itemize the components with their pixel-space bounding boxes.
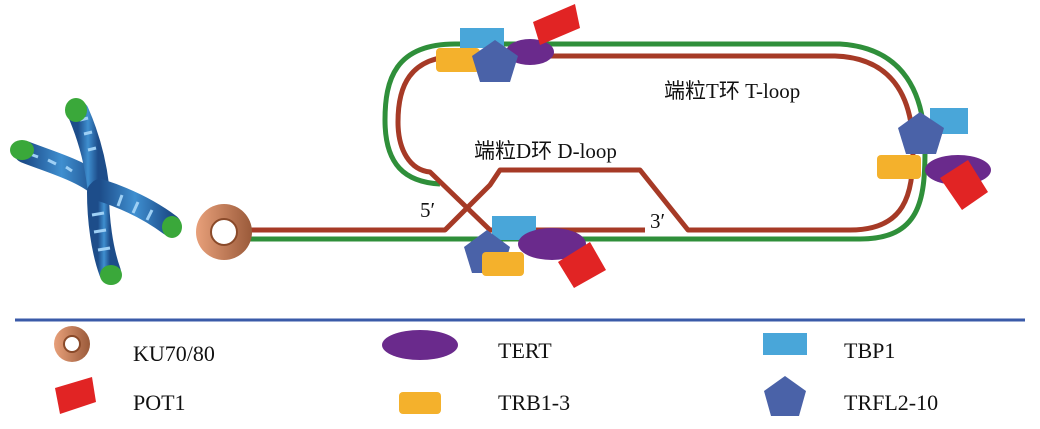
telomere-tip [162,216,182,238]
red-strand-outer [215,53,916,233]
legend-label: TERT [498,338,552,363]
telomere-tip [65,98,87,122]
protein-cluster-bottom [464,216,606,288]
telomere-tip [10,140,34,160]
trfl2-10-shape [898,112,944,154]
legend-label: POT1 [133,390,186,415]
ku70-80-ring [196,204,252,260]
tert-shape [506,39,554,65]
three-prime-label: 3′ [650,209,665,233]
legend-label: TRFL2-10 [844,390,938,415]
legend-item-trb1-3: TRB1-3 [399,390,570,415]
trb1-3-icon [399,392,441,414]
telomere-tip [100,265,122,285]
legend-item-trfl2-10: TRFL2-10 [764,376,938,416]
protein-cluster-top [436,4,580,82]
pot1-shape [558,242,606,288]
legend-item-ku70-80: KU70/80 [54,326,215,366]
legend-item-pot1: POT1 [55,377,186,415]
chromosome-arm-right [89,179,182,238]
chromosome-arm-upper [65,98,109,196]
tert-shape [518,228,586,260]
trfl2-10-shape [472,40,518,82]
legend-item-tert: TERT [382,330,552,363]
tbp1-icon [763,333,807,355]
pot1-shape [533,4,580,45]
tert-icon [382,330,458,360]
trfl2-10-icon [764,376,806,416]
green-strand-outer [215,41,928,242]
legend-item-tbp1: TBP1 [763,333,895,363]
trb1-3-shape [436,48,480,72]
pot1-icon [55,377,96,414]
protein-cluster-right [877,108,991,210]
legend-label: TRB1-3 [498,390,570,415]
t-loop-label: 端粒T环 T-loop [664,79,800,103]
d-loop-label: 端粒D环 D-loop [474,139,617,163]
trb1-3-shape [877,155,921,179]
dna-strands [215,41,928,242]
legend-label: TBP1 [844,338,895,363]
pot1-shape [940,160,988,210]
legend: KU70/80 POT1 TERT TRB1-3 TBP1 TRFL2-10 [54,326,938,416]
trb1-3-shape [482,252,524,276]
chromosome [10,98,182,285]
legend-label: KU70/80 [133,341,215,366]
five-prime-label: 5′ [420,198,435,222]
